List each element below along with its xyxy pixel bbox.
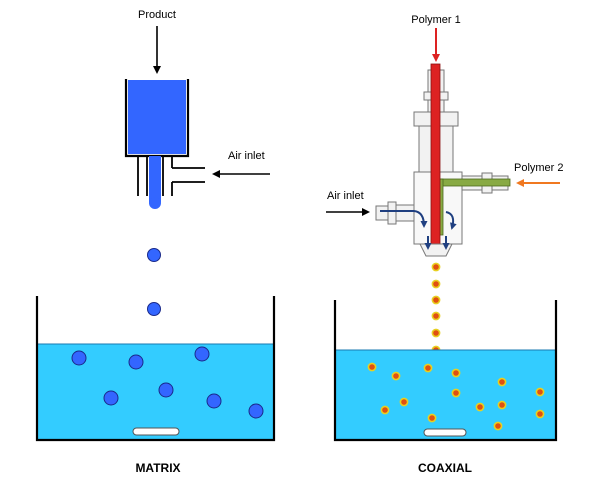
coaxial-bath-liquid: [335, 350, 556, 440]
air-flow-arrow: [380, 210, 428, 228]
matrix-caption: MATRIX: [135, 461, 180, 475]
coaxial-air-inlet-label: Air inlet: [327, 190, 364, 202]
polymer2-label: Polymer 2: [514, 162, 564, 174]
falling-capsules: [431, 262, 441, 355]
polymer2-tube: [435, 178, 511, 187]
stir-bar: [132, 427, 180, 436]
hopper-liquid: [128, 80, 186, 154]
polymer1-core-tube: [430, 63, 441, 257]
air-flow-arrow: [445, 211, 457, 230]
coaxial-panel: Polymer 1 Air inlet Polymer 2: [326, 14, 564, 475]
falling-drop: [147, 248, 161, 262]
matrix-air-inlet-label: Air inlet: [228, 150, 265, 162]
forming-drop: [149, 197, 161, 209]
product-label: Product: [138, 9, 176, 21]
matrix-beads: [71, 346, 264, 419]
coaxial-capsules: [367, 362, 545, 431]
nozzle-liquid: [149, 156, 161, 202]
matrix-panel: Product Air inlet: [35, 9, 276, 475]
coaxial-bath-vessel: [333, 300, 558, 442]
coaxial-caption: COAXIAL: [418, 461, 472, 475]
stir-bar: [423, 428, 467, 437]
matrix-bath-vessel: [35, 296, 276, 442]
falling-drop: [147, 302, 161, 316]
polymer1-label: Polymer 1: [411, 14, 461, 26]
